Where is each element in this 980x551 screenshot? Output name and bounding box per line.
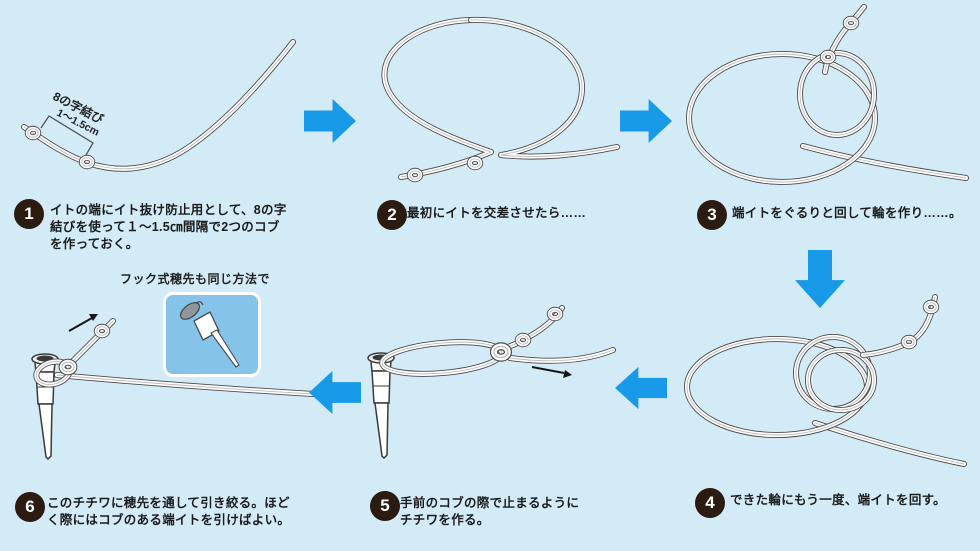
step-caption-1: イトの端にイト抜け防止用として、8の字 結びを使って１～1.5㎝間隔で2つのコブ… xyxy=(50,202,287,253)
step-caption-5: 手前のコブの際で止まるように チチワを作る。 xyxy=(400,495,579,529)
figure8-knot-icon xyxy=(470,159,480,167)
step-caption-2: 最初にイトを交差させたら…… xyxy=(407,205,586,222)
step2-illustration xyxy=(365,5,620,195)
hook-tip-box xyxy=(163,292,261,377)
flow-arrow-left-icon xyxy=(615,367,667,409)
step-number: 2 xyxy=(387,205,397,224)
step-number: 5 xyxy=(380,496,390,515)
direction-arrow-right-icon xyxy=(531,366,572,378)
caption-line: 端イトをぐるりと回して輪を作り……。 xyxy=(732,206,962,220)
step-badge-5: 5 xyxy=(370,491,400,521)
step-badge-4: 4 xyxy=(695,488,725,518)
step-number: 3 xyxy=(707,205,717,224)
caption-line: 結びを使って１～1.5㎝間隔で2つのコブ xyxy=(50,220,280,234)
step6-illustration xyxy=(5,314,317,460)
caption-line: を作っておく。 xyxy=(50,237,139,251)
step-number: 4 xyxy=(705,493,715,512)
step5-illustration xyxy=(367,300,620,459)
step-number: 1 xyxy=(24,204,34,223)
caption-line: できた輪にもう一度、端イトを回す。 xyxy=(730,493,946,507)
step-badge-1: 1 xyxy=(14,199,44,229)
direction-arrow-up-icon xyxy=(68,314,98,332)
loop-knot-icon xyxy=(494,346,508,357)
step-caption-3: 端イトをぐるりと回して輪を作り……。 xyxy=(732,205,962,222)
step-badge-3: 3 xyxy=(697,200,727,230)
caption-line: このチチワに穂先を通して引き絞る。ほど xyxy=(47,496,290,510)
step-badge-2: 2 xyxy=(377,200,407,230)
step3-illustration xyxy=(685,0,980,195)
hook-note: フック式穂先も同じ方法で xyxy=(120,272,271,286)
hook-tip-icon xyxy=(179,301,240,368)
step4-illustration xyxy=(685,285,980,480)
caption-line: 手前のコブの際で止まるように xyxy=(400,496,580,510)
step-badge-6: 6 xyxy=(15,492,45,522)
caption-line: 最初にイトを交差させたら…… xyxy=(407,206,587,220)
step1-illustration: 8の字結び 1～1.5cm xyxy=(0,15,300,195)
step-caption-4: できた輪にもう一度、端イトを回す。 xyxy=(730,492,946,509)
step-number: 6 xyxy=(25,497,35,516)
caption-line: く際にはコブのある端イトを引けばよい。 xyxy=(47,513,291,527)
caption-line: イトの端にイト抜け防止用として、8の字 xyxy=(50,203,287,217)
flow-arrow-right-icon xyxy=(304,99,356,143)
caption-line: チチワを作る。 xyxy=(400,513,490,527)
measure-bracket xyxy=(40,115,94,156)
flow-arrow-right-icon xyxy=(620,99,672,143)
step-caption-6: このチチワに穂先を通して引き絞る。ほど く際にはコブのある端イトを引けばよい。 xyxy=(47,495,290,529)
